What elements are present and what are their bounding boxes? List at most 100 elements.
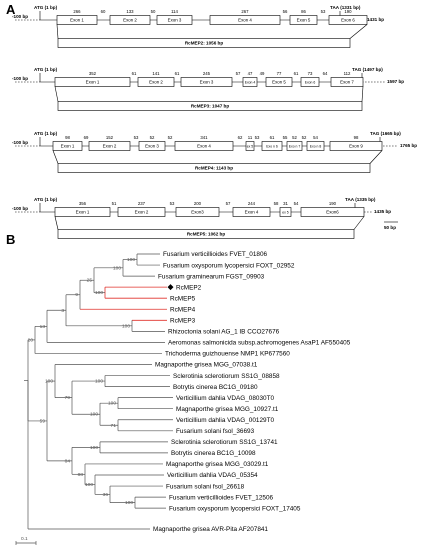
end-position-label: 1765 bp bbox=[400, 143, 417, 148]
leaf-label: RcMEP5 bbox=[170, 295, 196, 302]
cds-label: RcMEP4: 1143 bp bbox=[195, 166, 233, 171]
leaf-label: Magnaporthe grisea MGG_03029.t1 bbox=[166, 461, 269, 468]
bootstrap-value: 79 bbox=[65, 395, 71, 401]
exon-length: 133 bbox=[126, 9, 134, 14]
bootstrap-value: 100 bbox=[127, 257, 135, 263]
upstream-label: -100 bp bbox=[12, 206, 28, 211]
leaf-label: Fusarium solani fsol_36693 bbox=[176, 428, 255, 435]
exon-box bbox=[245, 141, 255, 151]
exon-length: 190 bbox=[344, 9, 352, 14]
phylogenetic-tree: 1001001002591003131001007110079100100100… bbox=[15, 251, 351, 545]
guide-right bbox=[361, 86, 364, 102]
exon-label: Exon 2 bbox=[135, 210, 149, 215]
bootstrap-value: 59 bbox=[40, 418, 46, 424]
guide-right bbox=[349, 24, 368, 39]
exon-length: 114 bbox=[171, 9, 178, 14]
leaf-label: Trichoderma guizhouense NMP1 KP677560 bbox=[165, 351, 290, 358]
end-position-label: 1597 bp bbox=[387, 79, 404, 84]
leaf-label: Verticillium dahlia VDAG_05354 bbox=[167, 472, 258, 479]
leaf-label: Fusarium oxysporum lycopersici FOXT_1740… bbox=[169, 505, 301, 512]
exon-box bbox=[328, 15, 368, 25]
upstream-label: -100 bp bbox=[12, 76, 28, 81]
stop-codon-label: TAA (1331 bp) bbox=[330, 5, 361, 10]
exon-length: 61 bbox=[270, 135, 275, 140]
intron-length: 51 bbox=[112, 201, 117, 206]
leaf-label: RcMEP4 bbox=[170, 306, 196, 313]
exon-label: Exon 1 bbox=[86, 80, 100, 85]
bootstrap-value: 13 bbox=[40, 324, 46, 330]
exon-label: Exon 2 bbox=[103, 144, 117, 149]
intron-length: 53 bbox=[255, 135, 260, 140]
intron-length: 53 bbox=[321, 9, 326, 14]
exon-label: Exo n 8 bbox=[310, 145, 322, 149]
leaf-label: Verticillium dahlia VDAG_08030T0 bbox=[176, 395, 274, 402]
leaf-label: Botrytis cinerea BC1G_10098 bbox=[171, 450, 256, 457]
leaf-label: Magnaporthe grisea AVR-Pita AF207841 bbox=[153, 526, 268, 533]
exon-box bbox=[289, 15, 318, 25]
exon-label: Exon 4 bbox=[245, 210, 259, 215]
bootstrap-value: 100 bbox=[122, 323, 130, 329]
exon-label: ex 5 bbox=[247, 145, 254, 149]
stop-codon-label: TAG (1497 bp) bbox=[352, 67, 383, 72]
exon-length: 267 bbox=[241, 9, 249, 14]
exon-label: Exon 3 bbox=[168, 18, 182, 23]
exon-label: Exon 4 bbox=[238, 18, 252, 23]
exon-length: 52 bbox=[292, 135, 297, 140]
exon-box bbox=[279, 207, 292, 217]
intron-length: 69 bbox=[84, 135, 89, 140]
intron-length: 64 bbox=[323, 71, 328, 76]
bootstrap-value: 3 bbox=[61, 308, 64, 314]
leaf-label: Magnaporthe grisea MGG_07038.t1 bbox=[155, 362, 258, 369]
bootstrap-value: 100 bbox=[85, 482, 93, 488]
bootstrap-value: 100 bbox=[45, 379, 53, 385]
exon-box bbox=[137, 77, 175, 87]
exon-length: 141 bbox=[152, 71, 160, 76]
end-position-label: 1431 bp bbox=[367, 17, 384, 22]
diamond-marker-icon bbox=[167, 284, 174, 291]
exon-length: 77 bbox=[277, 71, 282, 76]
exon-box bbox=[117, 207, 166, 217]
intron-length: 53 bbox=[134, 135, 139, 140]
intron-length: 49 bbox=[260, 71, 265, 76]
intron-length: 50 bbox=[151, 9, 156, 14]
bootstrap-value: 100 bbox=[125, 500, 133, 506]
exon-box bbox=[180, 77, 233, 87]
exon-length: 52 bbox=[150, 135, 155, 140]
start-codon-label: ATG (1 bp) bbox=[34, 131, 58, 136]
exon-length: 356 bbox=[79, 201, 87, 206]
guide-right bbox=[369, 150, 383, 164]
exon-label: Exon 2 bbox=[123, 18, 137, 23]
bootstrap-value: 100 bbox=[95, 290, 103, 296]
exon-length: 200 bbox=[194, 201, 202, 206]
scale-bar-b-label: 0.1 bbox=[21, 536, 28, 542]
cds-label: RcMEP5: 1062 bp bbox=[187, 232, 225, 237]
bootstrap-value: 25 bbox=[87, 278, 93, 284]
leaf-label: Aeromonas salmonicida subsp.achromogenes… bbox=[168, 340, 351, 347]
exon-box bbox=[300, 77, 320, 87]
end-position-label: 1435 bp bbox=[374, 209, 391, 214]
exon-label: Exon 4 bbox=[245, 81, 256, 85]
guide-left bbox=[56, 24, 59, 39]
exon-box bbox=[109, 15, 151, 25]
bootstrap-value: 9 bbox=[75, 292, 78, 298]
stop-codon-label: TAG (1665 bp) bbox=[370, 131, 401, 136]
exon-label: Exo n 7 bbox=[289, 145, 301, 149]
intron-length: 60 bbox=[101, 9, 106, 14]
exon-length: 86 bbox=[301, 9, 306, 14]
exon-box bbox=[306, 141, 325, 151]
leaf-label: Fusarium solani fsol_26618 bbox=[166, 483, 245, 490]
bootstrap-value: 100 bbox=[90, 445, 98, 451]
intron-length: 57 bbox=[226, 201, 231, 206]
exon-label: Exon 9 bbox=[349, 144, 363, 149]
exon-label: Exon 3 bbox=[145, 144, 159, 149]
cds-box bbox=[57, 101, 363, 111]
bootstrap-value: 20 bbox=[28, 337, 34, 343]
exon-length: 152 bbox=[106, 135, 114, 140]
bootstrap-value: 36 bbox=[103, 492, 109, 498]
exon-label: Exon 7 bbox=[340, 80, 354, 85]
bootstrap-value: 100 bbox=[113, 265, 121, 271]
exon-box bbox=[265, 77, 293, 87]
cds-box bbox=[57, 38, 351, 48]
